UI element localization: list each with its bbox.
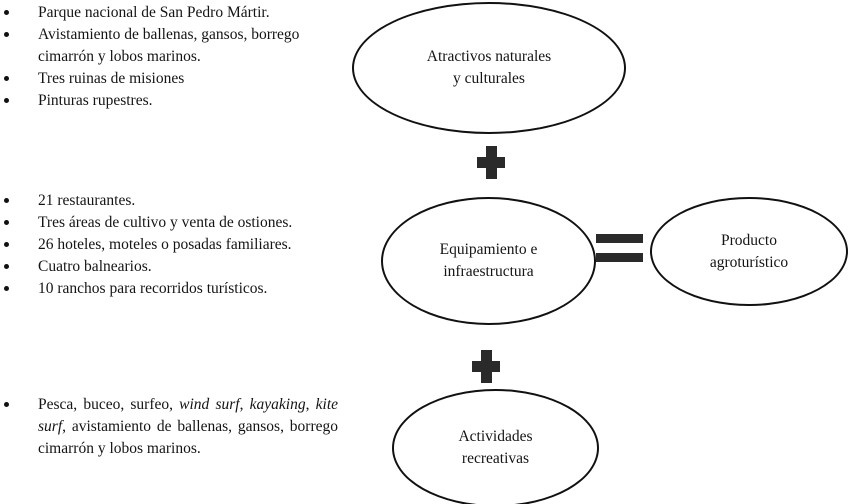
text-segment-1: wind surf bbox=[179, 396, 240, 413]
oval-label-line-2: y culturales bbox=[453, 70, 525, 87]
oval-attractions: Atractivos naturales y culturales bbox=[352, 2, 626, 134]
text-segment-2: , bbox=[239, 396, 250, 413]
oval-product-label: Producto agroturístico bbox=[696, 230, 802, 274]
list-item: 21 restaurantes. bbox=[0, 190, 345, 212]
list-item-text: 21 restaurantes. bbox=[38, 192, 136, 209]
text-segment-5: kite surf bbox=[38, 396, 339, 435]
oval-equipment: Equipamiento e infraestructura bbox=[381, 197, 596, 325]
oval-label-line-1: Atractivos naturales bbox=[426, 48, 552, 65]
equals-operator-icon bbox=[596, 234, 643, 263]
list-item: Avistamiento de ballenas, gansos, borreg… bbox=[0, 24, 345, 68]
list-item: 26 hoteles, moteles o posadas familiares… bbox=[0, 234, 345, 256]
oval-activities-label: Actividades recreativas bbox=[444, 426, 546, 470]
plus-vertical-bar bbox=[486, 146, 497, 179]
list-item-text: Cuatro balnearios. bbox=[38, 258, 152, 275]
oval-activities: Actividades recreativas bbox=[392, 389, 599, 504]
list-item: 10 ranchos para recorridos turísticos. bbox=[0, 278, 345, 300]
bullet-dot-icon bbox=[4, 402, 9, 407]
list-item: Tres áreas de cultivo y venta de ostione… bbox=[0, 212, 345, 234]
text-segment-4: , bbox=[305, 396, 316, 413]
oval-label-line-2: agroturístico bbox=[709, 253, 789, 271]
list-item: Pinturas rupestres. bbox=[0, 90, 345, 112]
list-item: Tres ruinas de misiones bbox=[0, 68, 345, 90]
bullet-dot-icon bbox=[4, 98, 9, 103]
bullet-dot-icon bbox=[4, 32, 9, 37]
oval-label-line-1: Equipamiento e bbox=[439, 241, 538, 258]
oval-label-line-1: Actividades bbox=[458, 428, 533, 445]
text-segment-0: Pesca, buceo, surfeo, bbox=[38, 396, 180, 413]
equals-bottom-bar bbox=[596, 253, 643, 262]
list-item-text: Tres áreas de cultivo y venta de ostione… bbox=[38, 214, 293, 231]
list-item-text: 10 ranchos para recorridos turísticos. bbox=[38, 280, 268, 297]
bullet-dot-icon bbox=[4, 76, 9, 81]
list-item: Cuatro balnearios. bbox=[0, 256, 345, 278]
list-item-text: Tres ruinas de misiones bbox=[38, 70, 185, 87]
list-item-text: Parque nacional de San Pedro Mártir. bbox=[38, 4, 270, 21]
bullet-dot-icon bbox=[4, 242, 9, 247]
bullet-dot-icon bbox=[4, 10, 9, 15]
equals-top-bar bbox=[596, 234, 643, 243]
oval-label-line-1: Producto bbox=[721, 231, 777, 249]
plus-vertical-bar bbox=[481, 350, 492, 383]
list-item: Pesca, buceo, surfeo, wind surf, kayakin… bbox=[0, 394, 345, 460]
list-item-text: Pinturas rupestres. bbox=[38, 92, 153, 109]
equipment-bullet-list: 21 restaurantes. Tres áreas de cultivo y… bbox=[0, 190, 345, 300]
oval-product: Producto agroturístico bbox=[650, 197, 848, 306]
activities-bullet-list: Pesca, buceo, surfeo, wind surf, kayakin… bbox=[0, 394, 345, 460]
bullet-dot-icon bbox=[4, 286, 9, 291]
oval-label-line-2: infraestructura bbox=[443, 263, 534, 280]
text-segment-3: kayaking bbox=[249, 396, 306, 413]
oval-attractions-label: Atractivos naturales y culturales bbox=[413, 46, 565, 90]
plus-operator-bottom-icon bbox=[472, 350, 500, 383]
attractions-bullet-list: Parque nacional de San Pedro Mártir. Avi… bbox=[0, 2, 345, 112]
list-item-text: Pesca, buceo, surfeo, wind surf, kayakin… bbox=[38, 394, 338, 460]
bullet-dot-icon bbox=[4, 264, 9, 269]
oval-equipment-label: Equipamiento e infraestructura bbox=[426, 239, 552, 283]
bullet-dot-icon bbox=[4, 220, 9, 225]
bullet-dot-icon bbox=[4, 198, 9, 203]
oval-label-line-2: recreativas bbox=[461, 450, 530, 467]
list-item-text: 26 hoteles, moteles o posadas familiares… bbox=[38, 236, 292, 253]
plus-operator-top-icon bbox=[477, 146, 505, 179]
list-item: Parque nacional de San Pedro Mártir. bbox=[0, 2, 345, 24]
list-item-text: Avistamiento de ballenas, gansos, borreg… bbox=[38, 26, 300, 65]
text-segment-6: , avistamiento de ballenas, gansos, borr… bbox=[38, 418, 338, 457]
